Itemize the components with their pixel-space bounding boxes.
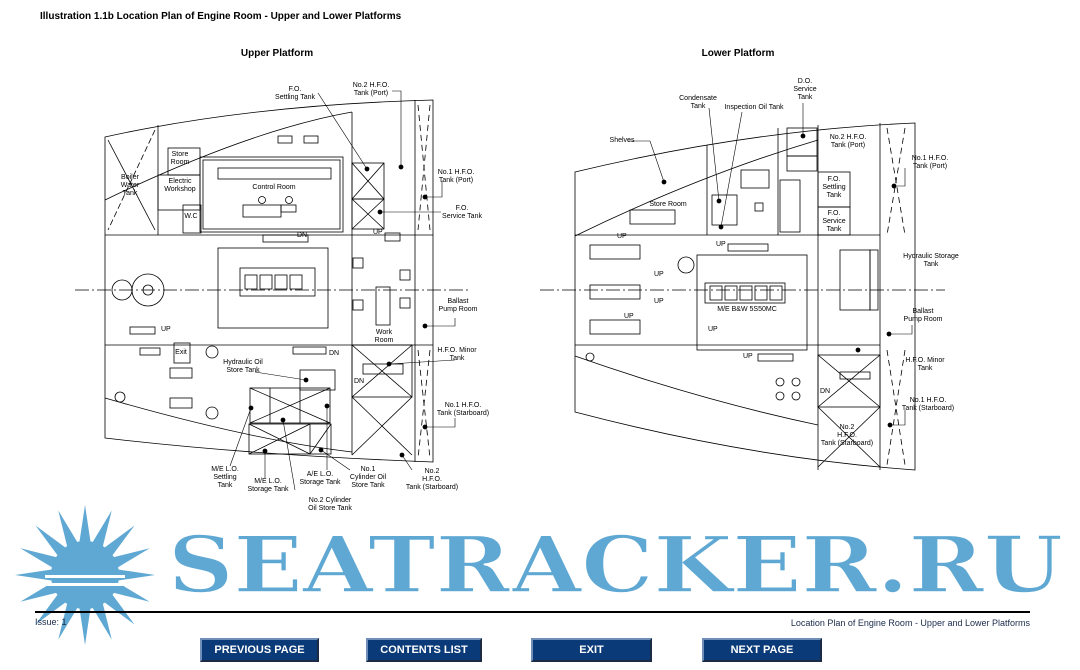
contents-list-button[interactable]: CONTENTS LIST <box>366 638 482 662</box>
label-lower-condensate-tank: Condensate Tank <box>679 95 717 110</box>
label-upper-work-room: Work Room <box>374 329 394 344</box>
label-upper-no1-hfo-stbd: No.1 H.F.O. Tank (Starboard) <box>436 402 490 417</box>
upper-platform-plan <box>104 99 434 463</box>
label-lower-no2-hfo-stbd: No.2 H.F.O. Tank (Starboard) <box>820 424 874 447</box>
label-upper-no1-cylinder-oil: No.1 Cylinder Oil Store Tank <box>349 466 387 489</box>
label-upper-wc: W.C <box>184 213 198 220</box>
label-lower-fo-service: F.O. Service Tank <box>822 210 846 233</box>
label-upper-boiler-water: Boiler Water Tank <box>120 174 140 197</box>
label-upper-no2-hfo-port: No.2 H.F.O. Tank (Port) <box>352 82 390 97</box>
label-upper-ae-lo-storage: A/E L.O. Storage Tank <box>299 471 341 486</box>
label-upper-ballast-pump-room: Ballast Pump Room <box>438 298 478 313</box>
label-upper-me-lo-settling: M/E L.O. Settling Tank <box>211 466 239 489</box>
label-upper-fo-service-tank: F.O. Service Tank <box>442 205 482 220</box>
footer-divider <box>35 611 1030 613</box>
label-dn: DN <box>820 388 831 395</box>
label-upper-me-lo-storage: M/E L.O. Storage Tank <box>247 478 289 493</box>
label-upper-control-room: Control Room <box>252 184 296 191</box>
label-lower-shelves: Shelves <box>609 137 635 144</box>
label-upper-hydraulic-oil: Hydraulic Oil Store Tank <box>223 359 263 374</box>
label-up: UP <box>161 326 171 333</box>
label-lower-hfo-minor: H.F.O. Minor Tank <box>905 357 945 372</box>
exit-button[interactable]: EXIT <box>531 638 652 662</box>
label-up: UP <box>373 229 383 236</box>
label-lower-store-room: Store Room <box>649 201 687 208</box>
label-lower-no2-hfo-port: No.2 H.F.O. Tank (Port) <box>829 134 867 149</box>
page-title: Illustration 1.1b Location Plan of Engin… <box>40 11 402 22</box>
lower-platform-heading: Lower Platform <box>701 48 775 59</box>
label-up: UP <box>654 271 664 278</box>
label-main-engine: M/E B&W 5S50MC <box>716 306 778 314</box>
label-lower-do-service-tank: D.O. Service Tank <box>793 78 817 101</box>
label-upper-store-room: Store Room <box>170 151 190 166</box>
sunburst-icon <box>15 505 155 645</box>
watermark-text: SEATRACKER.RU <box>168 520 1063 611</box>
label-upper-no2-hfo-stbd: No.2 H.F.O. Tank (Starboard) <box>405 468 459 491</box>
previous-page-button[interactable]: PREVIOUS PAGE <box>200 638 319 662</box>
upper-platform-heading: Upper Platform <box>240 48 314 59</box>
label-up: UP <box>624 313 634 320</box>
next-page-button[interactable]: NEXT PAGE <box>702 638 822 662</box>
label-dn: DN <box>297 232 308 239</box>
label-lower-no1-hfo-stbd: No.1 H.F.O. Tank (Starboard) <box>901 397 955 412</box>
label-lower-no1-hfo-port: No.1 H.F.O. Tank (Port) <box>911 155 949 170</box>
label-upper-electric-workshop: Electric Workshop <box>164 178 196 193</box>
label-lower-fo-settling: F.O. Settling Tank <box>822 176 846 199</box>
label-up: UP <box>716 241 726 248</box>
label-dn: DN <box>354 378 365 385</box>
label-lower-inspection-oil-tank: Inspection Oil Tank <box>724 104 784 111</box>
label-upper-fo-settling-tank: F.O. Settling Tank <box>275 86 315 101</box>
label-up: UP <box>654 298 664 305</box>
label-upper-no1-hfo-port: No.1 H.F.O. Tank (Port) <box>437 169 475 184</box>
label-dn: DN <box>329 350 340 357</box>
issue-number: Issue: 1 <box>35 617 67 627</box>
label-up: UP <box>617 233 627 240</box>
footer-caption: Location Plan of Engine Room - Upper and… <box>790 618 1030 628</box>
label-lower-ballast-pump-room: Ballast Pump Room <box>903 308 943 323</box>
label-up: UP <box>743 353 753 360</box>
label-upper-no2-cylinder-oil: No.2 Cylinder Oil Store Tank <box>308 497 352 512</box>
label-upper-exit: Exit <box>175 349 187 356</box>
label-lower-hydraulic-storage: Hydraulic Storage Tank <box>903 253 959 268</box>
label-up: UP <box>708 326 718 333</box>
lower-platform-plan <box>574 122 916 471</box>
label-upper-hfo-minor-tank: H.F.O. Minor Tank <box>437 347 477 362</box>
